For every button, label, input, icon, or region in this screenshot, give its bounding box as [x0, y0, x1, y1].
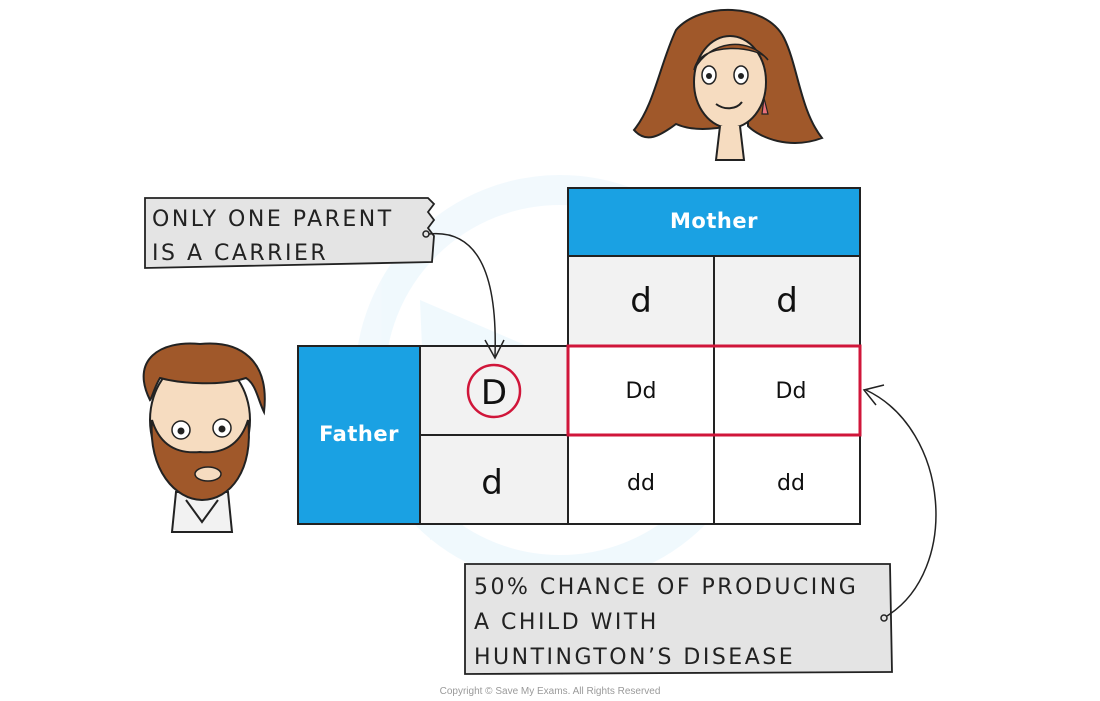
carrier-note: ONLY ONE PARENT IS A CARRIER — [144, 197, 436, 269]
father-allele-cell-2 — [419, 434, 569, 525]
carrier-note-line-2: IS A CARRIER — [152, 241, 328, 266]
father-allele-cell-1 — [419, 345, 569, 436]
chance-note-line-1: 50% CHANCE OF PRODUCING — [474, 575, 858, 600]
chance-note: 50% CHANCE OF PRODUCING A CHILD WITH HUN… — [464, 563, 893, 675]
offspring-genotype-1-2: Dd — [776, 379, 807, 404]
mother-label: Mother — [670, 209, 758, 233]
affected-row-highlight — [566, 344, 862, 437]
offspring-cell-1-1 — [567, 345, 715, 436]
chance-arrow — [862, 384, 937, 622]
dominant-allele-circle — [466, 363, 522, 419]
chance-note-line-2: A CHILD WITH — [474, 610, 659, 635]
carrier-arrow — [422, 230, 505, 360]
carrier-note-line-1: ONLY ONE PARENT — [152, 207, 394, 232]
father-header-cell — [297, 345, 421, 525]
mother-allele-2: d — [776, 281, 798, 321]
copyright-text: Copyright © Save My Exams. All Rights Re… — [440, 686, 661, 697]
bearded-man-face-icon — [142, 342, 266, 533]
mother-allele-cell-2 — [713, 255, 861, 347]
woman-face-icon — [632, 9, 824, 161]
offspring-cell-2-2 — [713, 434, 861, 525]
mother-allele-1: d — [630, 281, 652, 321]
father-allele-2: d — [481, 463, 503, 503]
offspring-genotype-2-1: dd — [627, 471, 655, 496]
offspring-genotype-1-1: Dd — [626, 379, 657, 404]
father-allele-1: D — [481, 373, 507, 413]
father-label: Father — [319, 422, 399, 446]
chance-note-line-3: HUNTINGTON’S DISEASE — [474, 645, 795, 670]
offspring-genotype-2-2: dd — [777, 471, 805, 496]
